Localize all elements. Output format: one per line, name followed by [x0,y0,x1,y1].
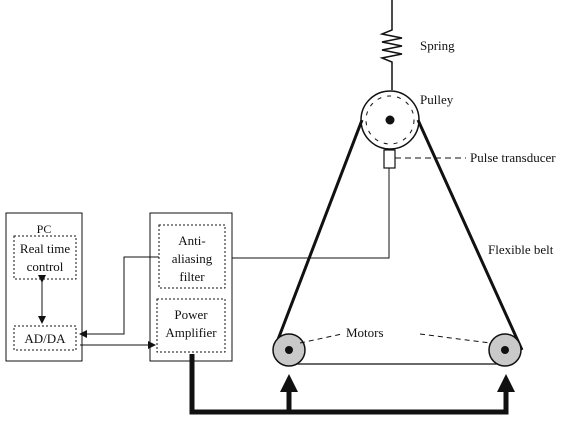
motor-right-icon [488,333,522,367]
motors-leader-left [299,333,343,344]
power-amplifier-box [156,298,226,353]
anti-aliasing-filter-box [158,224,226,289]
transducer-signal-line [224,168,390,262]
amp-drive-line [189,354,509,415]
motor-left-icon [272,333,306,367]
filter-label-line1: Anti- [178,233,205,248]
spring-icon [379,24,403,90]
motors-leader-right [419,333,491,344]
real-time-label-line2: control [27,259,64,274]
pulley-label: Pulley [420,92,454,107]
filter-to-adda-line [79,256,159,338]
pc-label: PC [37,222,52,236]
amp-label-line1: Power [174,307,208,322]
filter-label-line2: aliasing [172,251,213,266]
pulse-transducer-label: Pulse transducer [470,150,556,165]
pulley-icon [360,90,420,150]
filter-label-line3: filter [179,269,205,284]
flexible-belt [272,119,524,365]
pulse-transducer-icon [383,149,396,169]
spring-assembly [379,0,403,90]
flexible-belt-label: Flexible belt [488,242,554,257]
adda-label: AD/DA [24,331,66,346]
amp-label-line2: Amplifier [165,325,217,340]
adda-box [13,325,77,351]
motors-label: Motors [346,325,384,340]
spring-label: Spring [420,38,455,53]
interface-box [149,212,233,362]
real-time-label-line1: Real time [20,241,70,256]
